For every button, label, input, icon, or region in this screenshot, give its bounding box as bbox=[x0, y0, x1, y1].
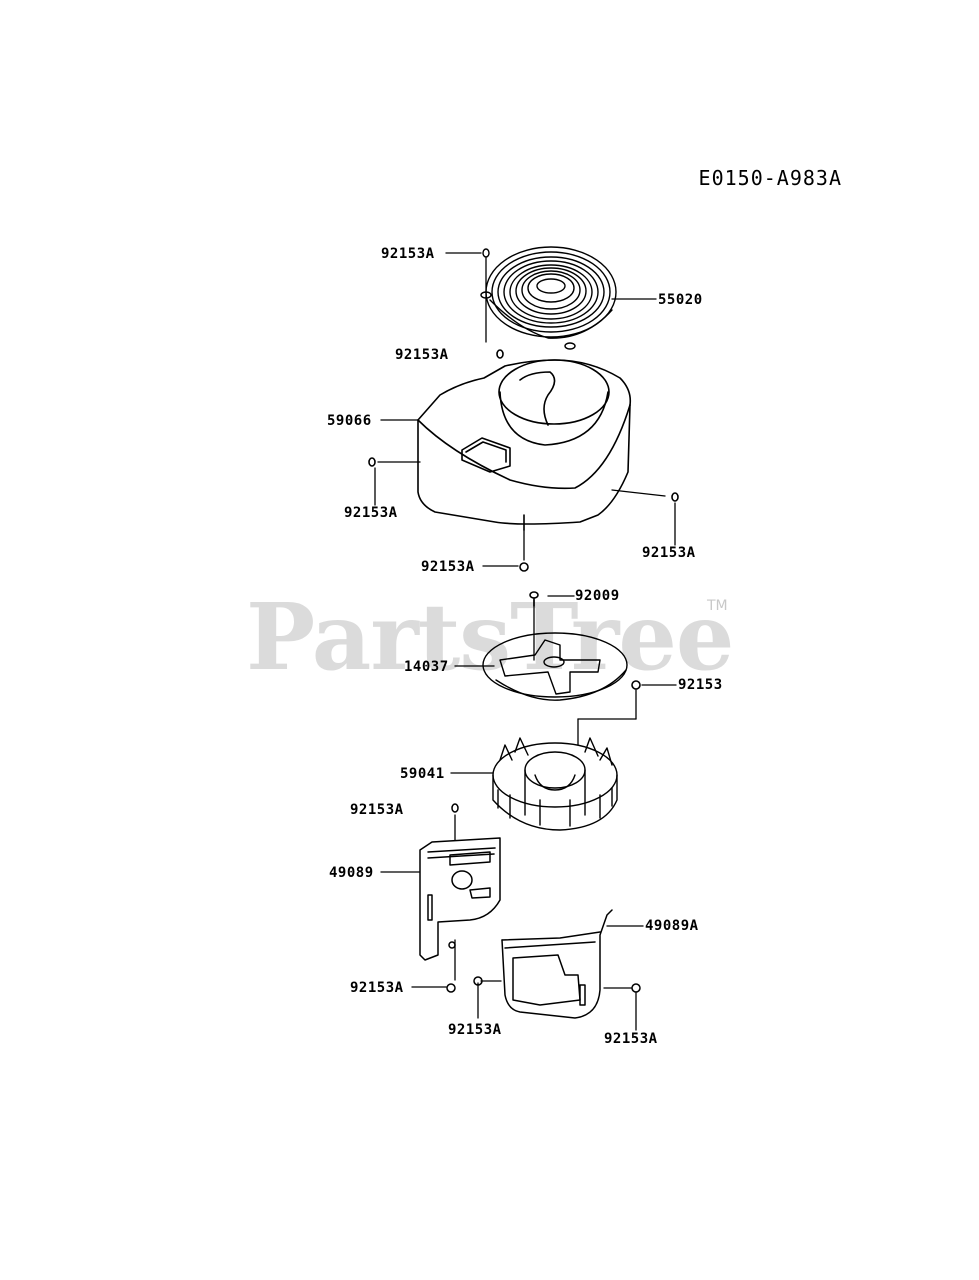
callout-housing-bolt-bottom: 92153A bbox=[421, 559, 475, 575]
callout-shroud-bolt-top: 92153A bbox=[350, 802, 404, 818]
left-shroud bbox=[419, 803, 501, 993]
callout-housing-bolt-right: 92153A bbox=[642, 545, 696, 561]
callout-shroud-bolt-bottom-mid: 92153A bbox=[448, 1022, 502, 1038]
right-shroud bbox=[473, 909, 641, 1019]
callout-housing: 59066 bbox=[327, 413, 372, 429]
diagram-code: E0150-A983A bbox=[698, 166, 842, 190]
callout-plate: 14037 bbox=[404, 659, 449, 675]
blower-housing bbox=[368, 349, 679, 572]
callout-shroud-bolt-bottom-right: 92153A bbox=[604, 1031, 658, 1047]
callout-fan-bolt: 92153 bbox=[678, 677, 723, 693]
callout-shroud-right: 49089A bbox=[645, 918, 699, 934]
callout-shroud-bolt-bottom-left: 92153A bbox=[350, 980, 404, 996]
trademark-symbol: TM bbox=[707, 598, 728, 614]
callout-housing-bolt-left: 92153A bbox=[344, 505, 398, 521]
finger-guard-screen bbox=[480, 246, 617, 350]
screw-92009 bbox=[529, 591, 539, 607]
callout-screen-bolt-top: 92153A bbox=[381, 246, 435, 262]
callout-shroud-left: 49089 bbox=[329, 865, 374, 881]
parts-tree-watermark: PartsTree bbox=[246, 583, 734, 691]
callout-housing-bolt-top: 92153A bbox=[395, 347, 449, 363]
fan-plate bbox=[482, 632, 628, 701]
callout-plate-screw: 92009 bbox=[575, 588, 620, 604]
cooling-fan bbox=[492, 737, 618, 831]
callout-screen: 55020 bbox=[658, 292, 703, 308]
callout-fan: 59041 bbox=[400, 766, 445, 782]
bolt-92153 bbox=[631, 680, 641, 690]
